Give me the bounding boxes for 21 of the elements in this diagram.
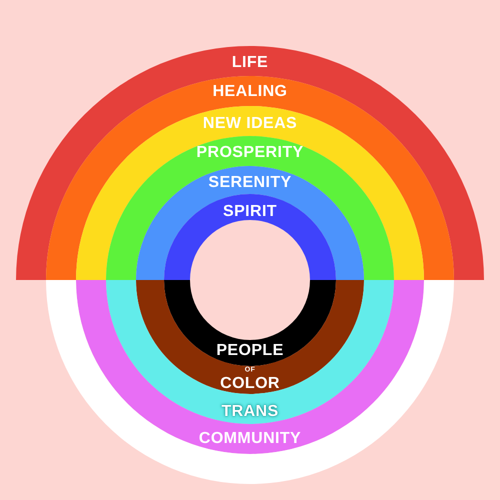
arc-band xyxy=(16,46,484,280)
arc-band xyxy=(136,280,364,394)
arc-band xyxy=(106,280,394,424)
band-label: PROSPERITY xyxy=(196,145,304,161)
band-label: TRANS xyxy=(221,404,279,420)
band-label: SERENITY xyxy=(208,175,292,191)
arc-band xyxy=(76,106,424,280)
band-label: COLOR xyxy=(220,376,280,392)
band-label: SPIRIT xyxy=(223,204,277,220)
band-label: PEOPLE xyxy=(216,343,284,359)
band-label: COMMUNITY xyxy=(198,431,302,447)
band-label: HEALING xyxy=(212,84,288,100)
arc-band xyxy=(106,136,394,280)
arc-band xyxy=(164,280,336,366)
arc-band xyxy=(76,280,424,454)
band-label: LIFE xyxy=(232,55,268,71)
arc-band xyxy=(164,194,336,280)
arc-band xyxy=(46,280,454,484)
arc-band xyxy=(46,76,454,280)
band-label: NEW IDEAS xyxy=(202,116,298,132)
arc-band xyxy=(136,166,364,280)
